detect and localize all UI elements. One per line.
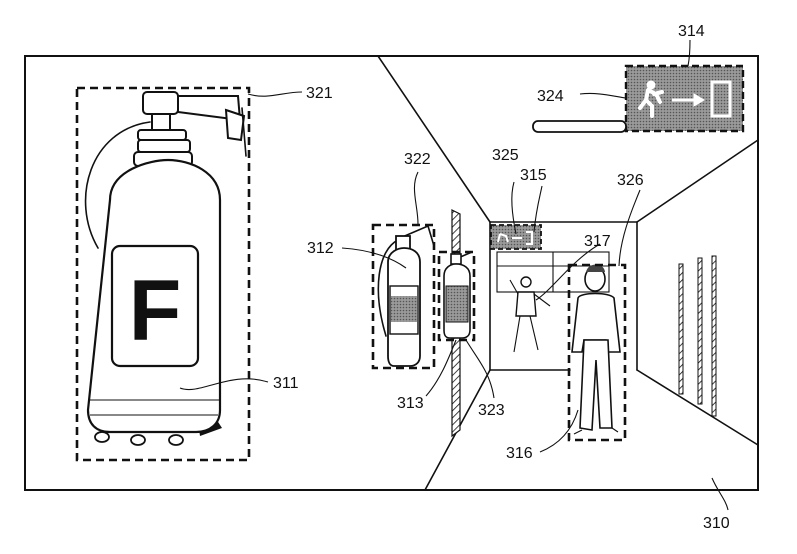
box-person-near: [567, 263, 627, 442]
person-near: [571, 264, 621, 435]
reference-labels: 314 324 321 322 325 315 326 312 317 311 …: [273, 23, 730, 532]
label-310: 310: [703, 515, 730, 532]
label-311: 311: [273, 375, 299, 392]
box-extinguisher-b: [437, 250, 476, 342]
label-315: 315: [520, 167, 547, 184]
box-big-extinguisher: [75, 86, 251, 462]
label-314: 314: [678, 23, 705, 40]
label-325: 325: [492, 147, 519, 164]
label-324: 324: [537, 88, 564, 105]
fire-extinguisher-a: [377, 225, 435, 367]
label-313: 313: [397, 395, 424, 412]
exit-sign-big: [532, 64, 745, 133]
box-extinguisher-a: [371, 223, 436, 370]
wall-posts: [678, 255, 717, 417]
fire-extinguisher-b: [443, 251, 473, 339]
label-323: 323: [478, 402, 505, 419]
label-322: 322: [404, 151, 431, 168]
label-312: 312: [307, 240, 334, 257]
exit-sign-small: [490, 224, 542, 250]
label-317: 317: [584, 233, 611, 250]
big-fire-extinguisher: F: [84, 91, 247, 446]
running-man-exit-icon: [638, 80, 732, 118]
label-321: 321: [306, 85, 333, 102]
label-316: 316: [506, 445, 533, 462]
extinguisher-letter: F: [129, 263, 182, 359]
image-frame: [24, 55, 759, 491]
leader-lines: [179, 39, 729, 511]
label-326: 326: [617, 172, 644, 189]
person-far: [509, 276, 551, 353]
